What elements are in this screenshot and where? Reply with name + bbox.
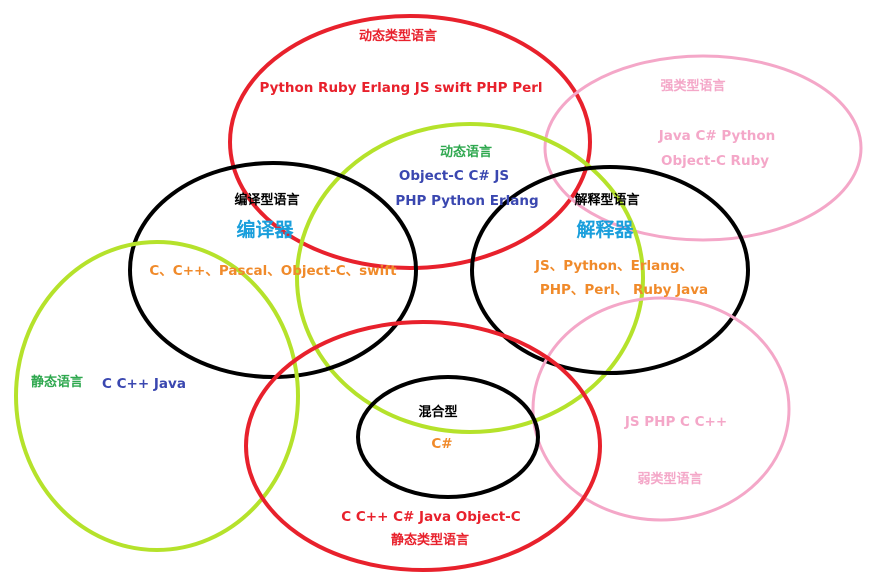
static-lang-title: 静态语言 <box>31 374 83 390</box>
dynamic-lang-circle <box>295 122 645 434</box>
interpreted-title: 解释型语言 <box>573 192 639 208</box>
strong-typed-circle <box>543 54 863 242</box>
compiled-circle <box>128 161 418 379</box>
compiled-languages: C、C++、Pascal、Object-C、swift <box>149 263 397 279</box>
compiled-tool: 编译器 <box>236 218 294 241</box>
hybrid-title: 混合型 <box>418 404 457 420</box>
compiled-title: 编译型语言 <box>234 192 299 208</box>
static-typed-languages: C C++ C# Java Object-C <box>341 509 520 525</box>
weak-typed-languages: JS PHP C C++ <box>624 414 727 430</box>
static-lang-languages: C C++ Java <box>102 376 186 392</box>
hybrid-circle <box>356 375 540 499</box>
dynamic-lang-languages-2: PHP Python Erlang <box>395 193 538 209</box>
interpreted-tool: 解释器 <box>576 218 634 241</box>
hybrid-languages: C# <box>431 436 452 452</box>
dynamic-typed-title: 动态类型语言 <box>359 28 437 44</box>
dynamic-lang-title: 动态语言 <box>440 144 492 160</box>
dynamic-typed-languages: Python Ruby Erlang JS swift PHP Perl <box>259 80 542 96</box>
weak-typed-circle <box>531 296 791 522</box>
strong-typed-title: 强类型语言 <box>660 78 725 94</box>
static-typed-title: 静态类型语言 <box>391 532 469 548</box>
interpreted-circle <box>470 165 750 375</box>
weak-typed-title: 弱类型语言 <box>637 471 702 487</box>
static-typed-circle <box>244 320 602 572</box>
dynamic-typed-circle <box>228 14 592 270</box>
dynamic-lang-languages-1: Object-C C# JS <box>399 168 509 184</box>
interpreted-languages-2: PHP、Perl、 Ruby Java <box>540 282 708 298</box>
interpreted-languages-1: JS、Python、Erlang、 <box>534 258 693 274</box>
strong-typed-languages-1: Java C# Python <box>658 128 776 144</box>
static-lang-circle <box>14 240 300 552</box>
strong-typed-languages-2: Object-C Ruby <box>661 153 769 169</box>
